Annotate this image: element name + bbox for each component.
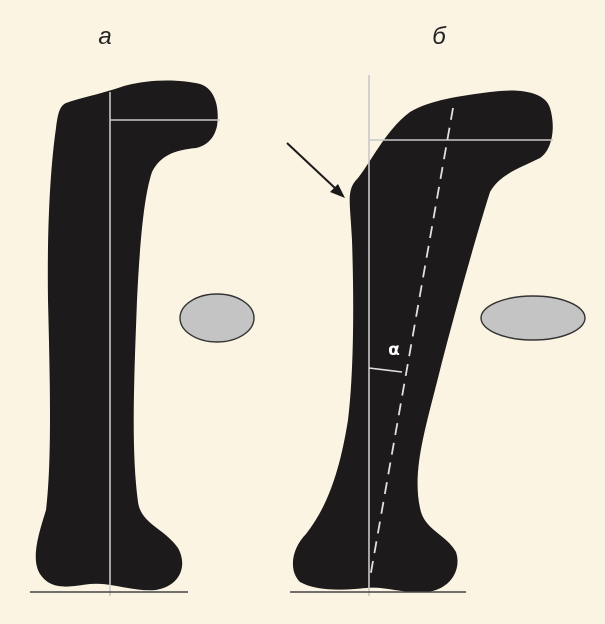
panel-b-cross-section [481,296,585,340]
panel-b-label: б [432,23,447,50]
panel-b-bone [293,91,553,593]
arrow-icon [287,143,345,198]
angle-alpha-label: α [388,340,400,360]
panel-a-label: а [98,23,111,50]
panel-b: б α [287,23,585,596]
panel-a: а [30,23,254,596]
panel-a-cross-section [180,294,254,342]
